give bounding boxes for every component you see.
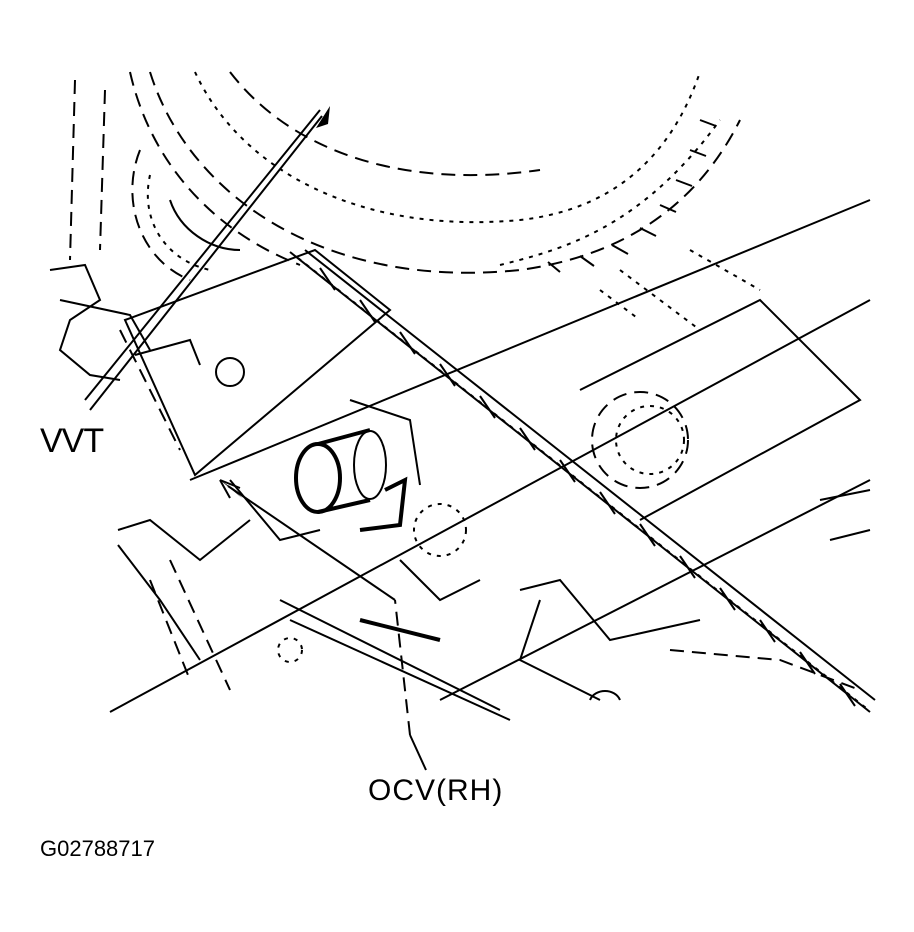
figure-code: G02788717 bbox=[40, 836, 155, 861]
lower-bracket bbox=[117, 479, 511, 721]
engine-block-left bbox=[49, 79, 245, 387]
section-lines bbox=[84, 109, 871, 713]
ocv-leader bbox=[219, 479, 427, 771]
vvt-label: VVT bbox=[40, 422, 104, 460]
camshaft-sprocket bbox=[129, 71, 741, 274]
ocv-valve bbox=[294, 399, 467, 557]
right-bracket bbox=[518, 249, 871, 701]
ocv-label: OCV(RH) bbox=[368, 774, 504, 807]
oil-pipe bbox=[289, 249, 876, 713]
vvt-leader bbox=[89, 106, 330, 411]
vvt-housing bbox=[119, 248, 392, 477]
